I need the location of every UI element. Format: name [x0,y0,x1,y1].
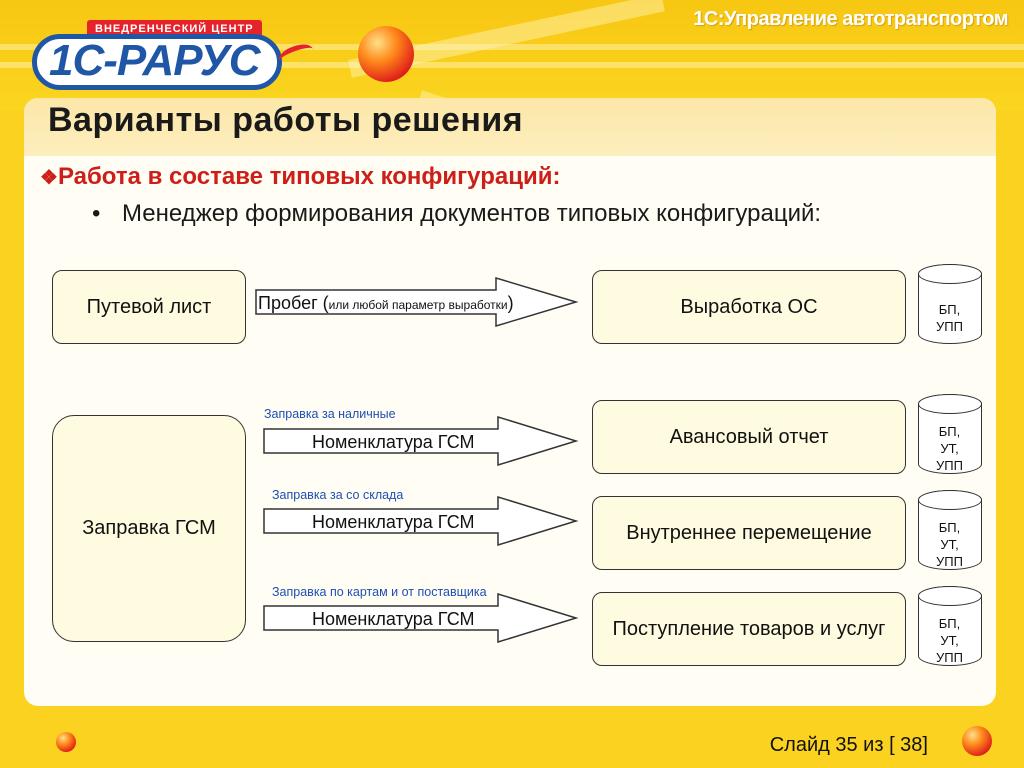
arrow-label-main: Пробег ( [258,293,329,313]
arrow-label-fuel-cards: Номенклатура ГСМ [312,609,475,629]
decor-ball-icon [962,726,992,756]
arrow-fuel-cash [263,415,579,467]
app-title: 1С:Управление автотранспортом [693,8,1008,30]
database-cylinder-icon: БП, УТ, УПП [917,585,982,666]
bullet-dot-icon: • [92,200,101,227]
header-stripe [0,44,1024,50]
arrow-fuel-cards [263,592,579,644]
source-box-waybill: Путевой лист [52,270,246,344]
header-stripe [0,62,1024,68]
slide-title: Варианты работы решения [48,101,524,139]
note-fuel-cash: Заправка за наличные [264,407,396,421]
db-label: УПП [936,319,963,334]
arrow-fuel-warehouse [263,495,579,547]
db-label: БП, [938,616,961,631]
target-box-goods-receipt: Поступление товаров и услуг [592,592,906,666]
arrow-label-fuel-cash: Номенклатура ГСМ [312,432,475,452]
db-label: БП, [938,424,961,439]
db-label: УТ, [940,537,959,552]
target-box-advance-report: Авансовый отчет [592,400,906,474]
arrow-label-mileage: Пробег (или любой параметр выработки) [258,293,514,314]
note-fuel-cards: Заправка по картам и от поставщика [272,585,487,599]
heading-text: Работа в составе типовых конфигураций: [57,163,561,190]
db-label: БП, [938,520,961,535]
database-cylinder-icon: БП, УПП [917,263,982,344]
db-label: УПП [936,650,963,665]
bullet-text: Менеджер формирования документов типовых… [122,200,822,227]
db-label: БП, [938,302,961,317]
source-box-fuel: Заправка ГСМ [52,415,246,642]
logo-text: 1С-РАРУС [32,34,282,90]
db-label: УТ, [940,633,959,648]
target-box-internal-transfer: Внутреннее перемещение [592,496,906,570]
db-label: УПП [936,458,963,473]
target-box-os-output: Выработка ОС [592,270,906,344]
arrow-label-small: или любой параметр выработки [328,298,508,312]
arrow-label-fuel-warehouse: Номенклатура ГСМ [312,512,475,532]
arrow-mileage [255,276,579,328]
database-cylinder-icon: БП, УТ, УПП [917,489,982,570]
db-label: УПП [936,554,963,569]
decor-ball-icon [358,26,414,82]
database-cylinder-icon: БП, УТ, УПП [917,393,982,474]
db-label: УТ, [940,441,959,456]
logo-badge: ВНЕДРЕНЧЕСКИЙ ЦЕНТР [87,20,262,38]
diamond-bullet-icon: ❖ [40,167,58,189]
bullet-item: • Менеджер формирования документов типовы… [92,200,821,228]
logo-swoosh-icon [276,40,316,70]
section-heading: ❖Работа в составе типовых конфигураций: [40,163,560,191]
slide-counter: Слайд 35 из [ 38] [769,734,928,756]
arrow-label-suffix: ) [507,293,514,313]
decor-ball-icon [56,732,76,752]
title-band [24,98,996,156]
note-fuel-warehouse: Заправка за со склада [272,488,404,502]
company-logo: ВНЕДРЕНЧЕСКИЙ ЦЕНТР 1С-РАРУС [32,20,316,90]
